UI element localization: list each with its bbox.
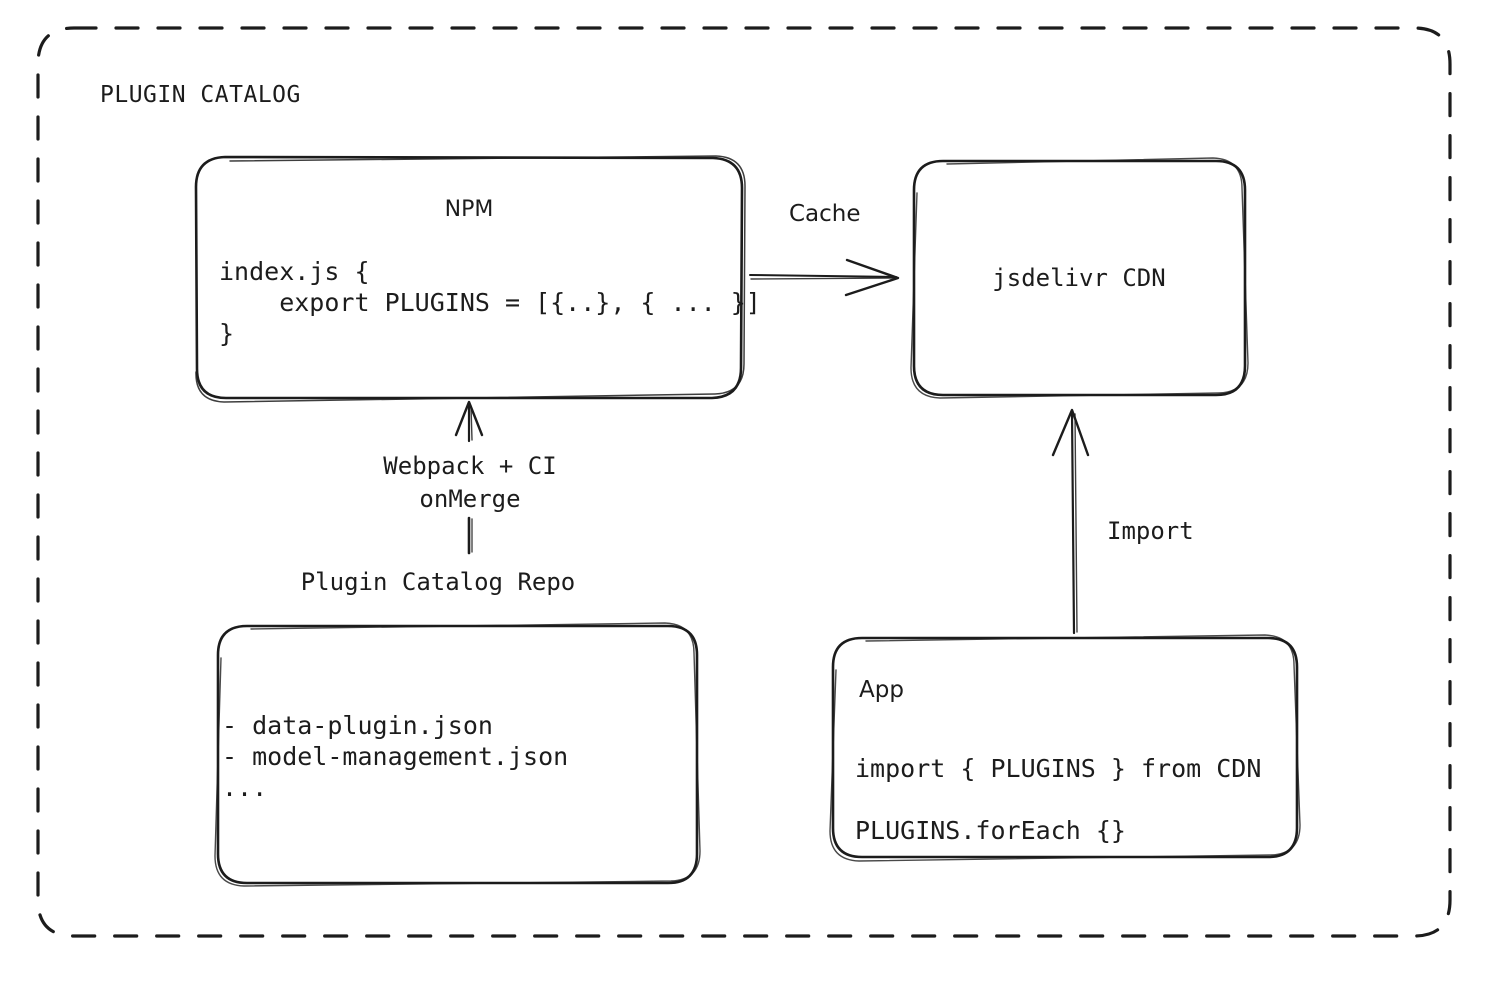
page-title: PLUGIN CATALOG bbox=[100, 82, 301, 108]
edge-app-to-cdn-arrow bbox=[1051, 408, 1090, 635]
app-node-title: App bbox=[859, 677, 904, 703]
app-node-code: import { PLUGINS } from CDN PLUGINS.forE… bbox=[855, 754, 1262, 845]
repo-node-file-list: - data-plugin.json - model-management.js… bbox=[222, 711, 569, 802]
npm-node-title: NPM bbox=[444, 197, 494, 222]
npm-node-code: index.js { export PLUGINS = [{..}, { ...… bbox=[219, 257, 761, 348]
edge-label-import: Import bbox=[1107, 517, 1194, 545]
edge-label-webpack-ci: Webpack + CI onMerge bbox=[383, 452, 557, 513]
edge-npm-to-cdn-arrow bbox=[749, 258, 900, 297]
edge-label-cache: Cache bbox=[789, 201, 861, 227]
repo-node-label: Plugin Catalog Repo bbox=[300, 568, 576, 596]
cdn-node-title: jsdelivr CDN bbox=[992, 264, 1166, 292]
